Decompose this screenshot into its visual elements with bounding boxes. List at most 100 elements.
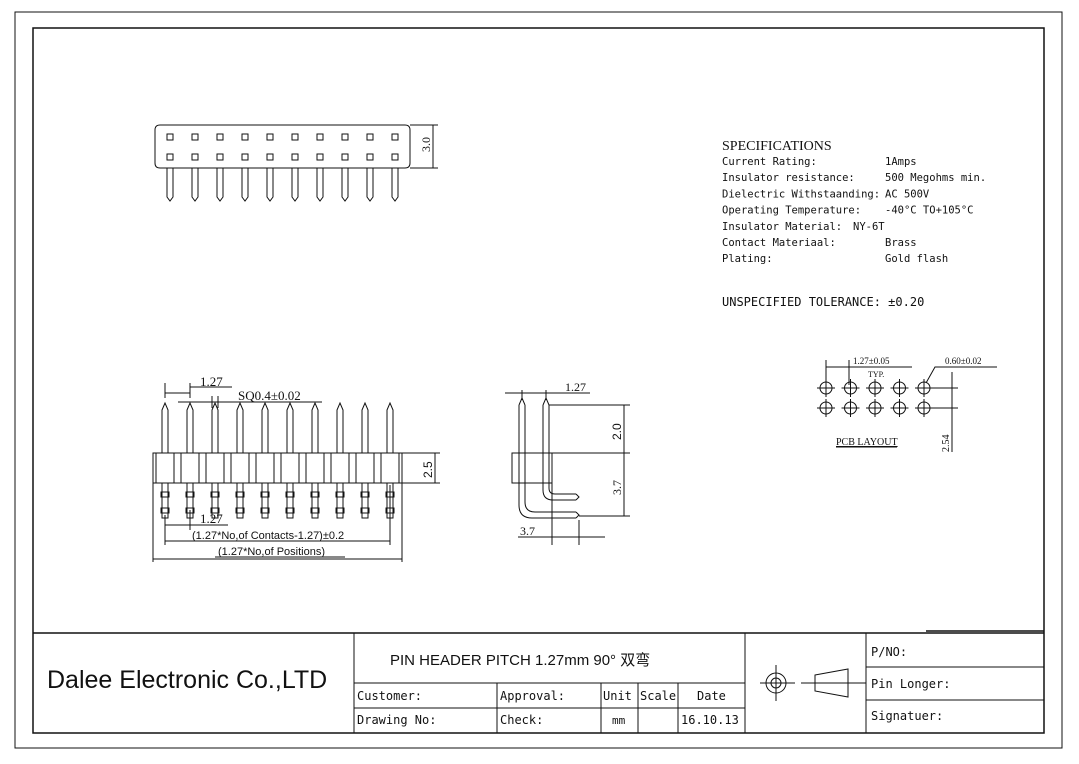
front-pin-lower (286, 483, 294, 519)
pin-bend-mark (235, 507, 245, 514)
spec-value: 1Amps (885, 156, 917, 168)
spec-value: -40°C TO+105°C (885, 205, 974, 217)
spec-value: NY-6T (853, 221, 885, 233)
positions-formula: (1.27*No,of Positions) (218, 546, 325, 558)
pin-size-label: SQ0.4±0.02 (238, 388, 301, 403)
top-height-dim: 3.0 (419, 137, 433, 152)
pin-bend-mark (160, 507, 170, 514)
top-pin-square (216, 133, 224, 141)
front-pin-lower (236, 483, 244, 519)
pin-bend-mark (210, 507, 220, 514)
spec-label: Insulator Material: (722, 221, 842, 233)
top-pin-square (166, 133, 174, 141)
signature-label: Signatuer: (871, 709, 943, 723)
top-pin-square (291, 153, 299, 161)
pin-bend-mark (360, 507, 370, 514)
pin-bend-mark (260, 491, 270, 498)
front-pin (311, 401, 319, 453)
approval-label: Approval: (500, 689, 565, 703)
pin-bend-mark (185, 507, 195, 514)
part-number-label: P/NO: (871, 645, 907, 659)
pin-bend-mark (185, 491, 195, 498)
pin-bend-mark (285, 491, 295, 498)
top-pin-lead (166, 168, 174, 202)
top-pin-square (266, 133, 274, 141)
top-pin-square (391, 153, 399, 161)
company-name: Dalee Electronic Co.,LTD (47, 666, 327, 694)
date-label: Date (697, 689, 726, 703)
spec-label: Operating Temperature: (722, 205, 861, 217)
spec-label: Contact Materiaal: (722, 237, 836, 249)
pin-bend-mark (285, 507, 295, 514)
drawing-no-label: Drawing No: (357, 713, 436, 727)
inner-frame (32, 27, 1045, 734)
top-pin-square (216, 153, 224, 161)
front-pitch-label: 1.27 (200, 374, 223, 389)
spec-label: Plating: (722, 253, 773, 265)
top-pin-lead (341, 168, 349, 202)
scale-label: Scale (640, 689, 676, 703)
front-pin-lower (211, 483, 219, 519)
date-value: 16.10.13 (681, 713, 739, 727)
front-pin (261, 401, 269, 453)
top-pin-lead (391, 168, 399, 202)
front-pin-lower (336, 483, 344, 519)
drawing-title: PIN HEADER PITCH 1.27mm 90° 双弯 (390, 652, 650, 669)
front-pin (236, 401, 244, 453)
pin-bend-mark (335, 491, 345, 498)
tolerance-note: UNSPECIFIED TOLERANCE: ±0.20 (722, 295, 924, 309)
top-pin-square (166, 153, 174, 161)
housing-height-dim: 2.5 (421, 461, 435, 478)
pcb-hole-size: 0.60±0.02 (945, 356, 981, 366)
pcb-layout: 1.27±0.05 TYP. 0.60±0.02 2.54 PCB LAYOUT (817, 356, 997, 452)
front-pin (161, 401, 169, 453)
spec-value: AC 500V (885, 188, 930, 200)
pin-bend-mark (235, 491, 245, 498)
top-pin-square (241, 133, 249, 141)
top-pin-lead (241, 168, 249, 202)
front-pin-lower (311, 483, 319, 519)
top-pin-lead (216, 168, 224, 202)
top-pin-square (366, 133, 374, 141)
side-dim-upper: 2.0 (610, 423, 624, 440)
contacts-formula: (1.27*No,of Contacts-1.27)±0.2 (192, 530, 344, 542)
side-view: 1.27 2.0 3.7 3.7 (505, 380, 630, 545)
spec-value: Gold flash (885, 253, 948, 265)
front-view: 1.27 SQ0.4±0.02 2.5 1.27 (1.27*No,of Con… (152, 374, 440, 562)
spec-label: Current Rating: (722, 156, 817, 168)
unit-value: mm (612, 714, 626, 727)
top-pin-square (316, 133, 324, 141)
top-pin-lead (266, 168, 274, 202)
pin-bend-mark (385, 491, 395, 498)
pin-longer-label: Pin Longer: (871, 677, 950, 691)
side-pitch: 1.27 (565, 380, 586, 394)
top-pin-lead (366, 168, 374, 202)
front-pin-lower (361, 483, 369, 519)
pcb-row-spacing: 2.54 (941, 435, 952, 453)
front-pin (286, 401, 294, 453)
pin-bend-mark (160, 491, 170, 498)
title-block: Dalee Electronic Co.,LTD PIN HEADER PITC… (33, 630, 1044, 733)
top-pin-square (291, 133, 299, 141)
top-pin-square (191, 153, 199, 161)
outer-border (14, 11, 1063, 749)
top-pin-lead (191, 168, 199, 202)
front-pin (386, 401, 394, 453)
projection-symbol-icon (760, 665, 866, 701)
check-label: Check: (500, 713, 543, 727)
top-pin-lead (291, 168, 299, 202)
pin-bend-mark (385, 507, 395, 514)
front-pin (186, 401, 194, 453)
top-pin-lead (316, 168, 324, 202)
side-dim-horizontal: 3.7 (520, 524, 535, 538)
top-pin-square (341, 133, 349, 141)
front-pin-lower (261, 483, 269, 519)
pin-bend-mark (210, 491, 220, 498)
top-pin-square (316, 153, 324, 161)
pin-bend-mark (335, 507, 345, 514)
spec-value: Brass (885, 237, 917, 249)
top-pin-square (266, 153, 274, 161)
top-view-housing (154, 124, 411, 169)
pin-bend-mark (260, 507, 270, 514)
